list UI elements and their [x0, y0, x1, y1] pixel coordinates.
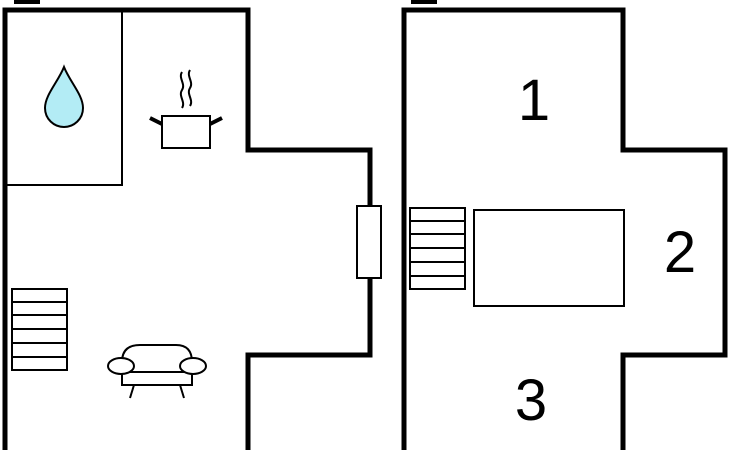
floor-marker-left: [14, 0, 40, 4]
room-label-3: 3: [515, 368, 547, 433]
bathroom-partition: [5, 10, 123, 186]
room-label-2: 2: [664, 220, 696, 285]
window-icon: [356, 205, 382, 279]
staircase-icon-upper: [409, 207, 466, 290]
floor-marker-right: [411, 0, 437, 4]
left-floor-plan: [2, 0, 382, 450]
cooking-pot-icon: [149, 69, 223, 149]
staircase-icon: [11, 288, 68, 371]
landing-area: [473, 209, 625, 307]
right-floor-plan: 1 2 3: [401, 0, 728, 450]
left-outer-walls: [2, 7, 373, 450]
water-drop-icon: [43, 64, 85, 129]
room-label-1: 1: [518, 68, 550, 133]
right-outer-walls: [401, 7, 728, 450]
sofa-icon: [107, 344, 207, 399]
